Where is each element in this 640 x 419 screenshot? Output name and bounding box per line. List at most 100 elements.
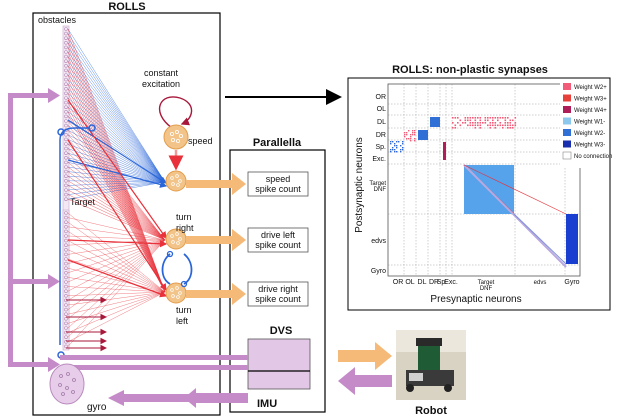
cell-w2-plus-dl — [497, 117, 499, 119]
speed-label: speed — [188, 136, 213, 146]
cell-sp-inhibit — [390, 151, 391, 152]
cell-sp-inhibit — [390, 149, 391, 150]
cell-w2-plus-dl — [475, 120, 477, 122]
cell-w2-plus-dl — [457, 117, 459, 119]
cell-w2-plus-dl — [485, 117, 487, 119]
cell-w2-plus-dl — [505, 122, 507, 124]
obstacle-to-turn-excite — [68, 199, 165, 240]
cell-w2-plus-dl — [465, 117, 467, 119]
target-column-bar — [63, 210, 69, 350]
excitation-label: excitation — [142, 79, 180, 89]
cell-w2-plus-dl — [502, 125, 504, 127]
cell-w2-plus-dl — [507, 122, 509, 124]
cell-w2-plus-dr — [412, 130, 413, 131]
cell-w2-plus-dl — [510, 122, 512, 124]
matrix-title: ROLLS: non-plastic synapses — [392, 64, 548, 76]
cell-w2-plus-dl — [470, 122, 472, 124]
cell-w2-plus-dl — [492, 120, 494, 122]
synapse-matrix: OROLDLDRSp.Exc.TargetDNFedvsGyroOROLDLDR… — [369, 84, 580, 292]
cell-w2-plus-dr — [406, 138, 407, 139]
cell-w2-plus-dl — [490, 127, 492, 129]
svg-text:spike count: spike count — [255, 294, 301, 304]
cell-w2-plus-dr — [406, 132, 407, 133]
cell-w2-plus-dl — [505, 117, 507, 119]
legend-swatch — [563, 118, 571, 125]
gyro-label: gyro — [87, 402, 107, 413]
cell-w2-plus-dl — [485, 120, 487, 122]
cell-w2-plus-dl — [467, 125, 469, 127]
cell-sp-inhibit — [392, 147, 393, 148]
cell-w2-plus-dl — [480, 117, 482, 119]
cell-w2-plus-dl — [467, 117, 469, 119]
drive-left-box: drive left spike count — [248, 228, 308, 252]
cell-w2-plus-dl — [502, 127, 504, 129]
cell-w2-plus-dl — [505, 125, 507, 127]
legend-label: Weight W4+ — [574, 108, 607, 114]
cell-w2-plus-dl — [515, 122, 517, 124]
target-excitation-arrows — [66, 300, 106, 348]
matrix-row-label: edvs — [371, 238, 386, 245]
cell-w2-plus-dl — [497, 120, 499, 122]
rolls-box — [33, 13, 220, 415]
cell-w2-plus-dl — [470, 125, 472, 127]
matrix-row-label: Gyro — [371, 268, 386, 275]
cell-w2-plus-dl — [507, 125, 509, 127]
mutual-inhibition-right — [184, 254, 192, 284]
cell-w2-plus-dl — [492, 122, 494, 124]
cell-w2-plus-dl — [452, 127, 454, 129]
matrix-row-label: DR — [376, 132, 386, 139]
dvs-title: DVS — [270, 325, 293, 337]
cell-w3-minus-gyro — [566, 214, 578, 264]
cell-w2-minus-dl — [430, 117, 440, 127]
cell-sp-inhibit — [394, 151, 395, 152]
obstacle-to-speed-inhibit — [68, 29, 165, 182]
cell-w2-plus-dl — [490, 122, 492, 124]
cell-w2-plus-dl — [475, 127, 477, 129]
cell-sp-inhibit — [396, 151, 397, 152]
cell-w2-plus-dl — [475, 125, 477, 127]
cell-w2-plus-dl — [512, 125, 514, 127]
cell-sp-inhibit — [396, 147, 397, 148]
matrix-row-label: OL — [377, 106, 386, 113]
legend-label: Weight W2+ — [574, 85, 607, 91]
cell-w2-plus-dl — [495, 117, 497, 119]
legend-swatch — [563, 83, 571, 90]
legend-swatch — [563, 141, 571, 148]
cell-w2-plus-dl — [457, 122, 459, 124]
cell-w2-plus-dr — [410, 138, 411, 139]
speed-count-box: speed spike count — [248, 172, 308, 196]
turn-left-label-2: left — [176, 316, 189, 326]
cell-w2-plus-dl — [475, 117, 477, 119]
cell-w2-plus-dr — [414, 130, 415, 131]
cell-w2-plus-dl — [482, 122, 484, 124]
target-to-turn-excite — [68, 292, 165, 333]
cell-w2-plus-dl — [460, 125, 462, 127]
constant-excitation-neuron — [164, 125, 188, 149]
cell-w2-plus-dl — [480, 120, 482, 122]
matrix-row-label: Exc. — [372, 156, 386, 163]
cell-w2-plus-dr — [410, 136, 411, 137]
matrix-col-label: Exc. — [444, 279, 458, 286]
legend-swatch — [563, 129, 571, 136]
cell-w2-plus-dl — [500, 125, 502, 127]
dvs-sensor-box — [248, 339, 310, 389]
cell-w2-plus-dl — [485, 122, 487, 124]
cell-w2-plus-dr — [404, 134, 405, 135]
legend-label: Weight W3+ — [574, 97, 607, 103]
self-excitation-loop — [160, 97, 192, 128]
legend-swatch — [563, 95, 571, 102]
matrix-ylabel: Postsynaptic neurons — [354, 137, 365, 233]
cell-sp-inhibit — [392, 149, 393, 150]
cell-w2-plus-dr — [408, 130, 409, 131]
gyro-feedback-lines — [8, 93, 48, 367]
cell-w2-plus-dl — [500, 122, 502, 124]
cell-w2-plus-dl — [510, 127, 512, 129]
matrix-col-label: Gyro — [564, 279, 579, 286]
cell-w2-plus-dl — [510, 125, 512, 127]
legend-swatch — [563, 106, 571, 113]
cell-w2-plus-dr — [410, 134, 411, 135]
cell-w2-plus-dl — [490, 125, 492, 127]
robot-image — [396, 330, 466, 400]
speed-neuron — [166, 171, 186, 191]
